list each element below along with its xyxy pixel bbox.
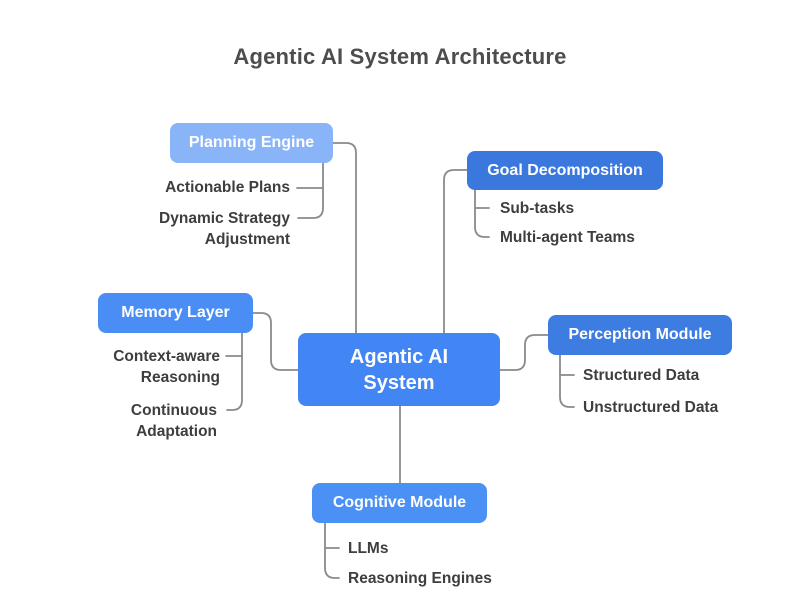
child-continuous-adaptation: Continuous Adaptation: [130, 402, 217, 440]
child-reasoning-engines: Reasoning Engines: [348, 570, 492, 587]
connector-center-to-perception: [499, 334, 549, 371]
child-unstructured-data: Unstructured Data: [583, 399, 719, 416]
node-cognitive-module[interactable]: Cognitive Module: [312, 483, 487, 523]
connector-goal-children-trunk: [474, 189, 490, 238]
connector-planning-to-center: [332, 142, 357, 334]
child-llms: LLMs: [348, 540, 389, 557]
node-memory-layer[interactable]: Memory Layer: [98, 293, 253, 333]
child-multi-agent-teams: Multi-agent Teams: [500, 229, 635, 246]
child-context-aware-reasoning: Context-aware Reasoning: [113, 348, 220, 386]
connector-perception-children-trunk: [559, 354, 575, 408]
node-perception-module[interactable]: Perception Module: [548, 315, 732, 355]
child-dynamic-strategy-adjustment: Dynamic Strategy Adjustment: [159, 210, 290, 248]
child-sub-tasks: Sub-tasks: [500, 200, 575, 217]
connector-planning-children-trunk: [297, 162, 324, 219]
child-actionable-plans: Actionable Plans: [165, 179, 290, 196]
node-goal-decomposition[interactable]: Goal Decomposition: [467, 151, 663, 190]
node-planning-engine[interactable]: Planning Engine: [170, 123, 333, 163]
connector-memory-children-trunk: [226, 332, 243, 411]
connector-cognitive-children-trunk: [324, 522, 340, 579]
connector-memory-to-center: [252, 312, 299, 371]
child-structured-data: Structured Data: [583, 367, 700, 384]
node-agentic-ai-system[interactable]: Agentic AI System: [298, 333, 500, 406]
connector-goal-to-center: [443, 169, 468, 334]
page-title: Agentic AI System Architecture: [233, 44, 567, 69]
